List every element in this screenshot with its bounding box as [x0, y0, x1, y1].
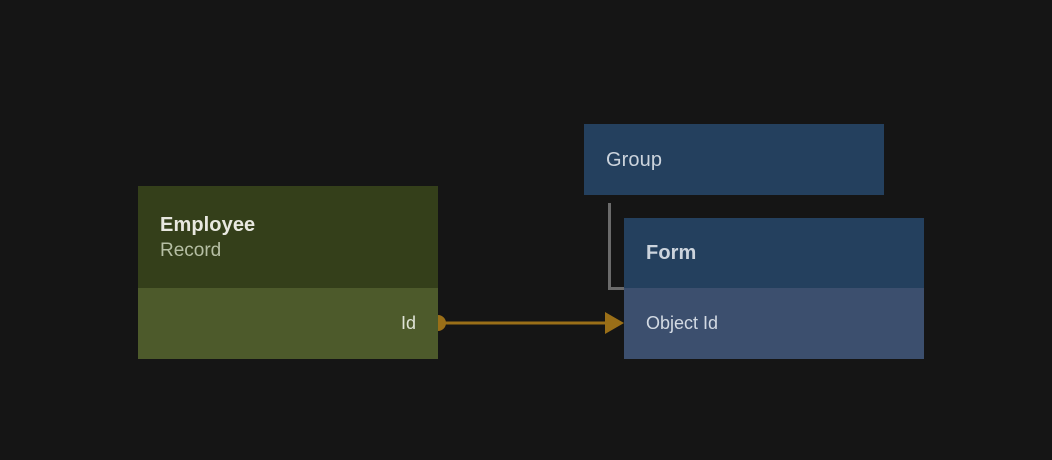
node-employee-subtitle: Record [160, 239, 222, 261]
node-employee-title: Employee [160, 213, 256, 236]
node-group-header[interactable]: Group [584, 124, 884, 195]
node-form-field-object-id-label: Object Id [646, 313, 719, 333]
relation-target-arrowhead [605, 312, 624, 334]
node-group-title: Group [606, 148, 663, 171]
node-form-field-object-id[interactable]: Object Id [624, 288, 924, 359]
node-group[interactable]: Group [584, 124, 884, 195]
node-employee-header[interactable]: Employee Record [138, 186, 438, 288]
node-employee[interactable]: Employee Record Id [138, 186, 438, 359]
containment-bracket-group-to-form [608, 203, 624, 290]
node-employee-field-id-label: Id [400, 313, 416, 333]
node-form[interactable]: Form Object Id [624, 218, 924, 359]
node-form-header[interactable]: Form [624, 218, 924, 288]
node-form-title: Form [646, 242, 697, 264]
node-employee-field-id[interactable]: Id [138, 288, 438, 359]
